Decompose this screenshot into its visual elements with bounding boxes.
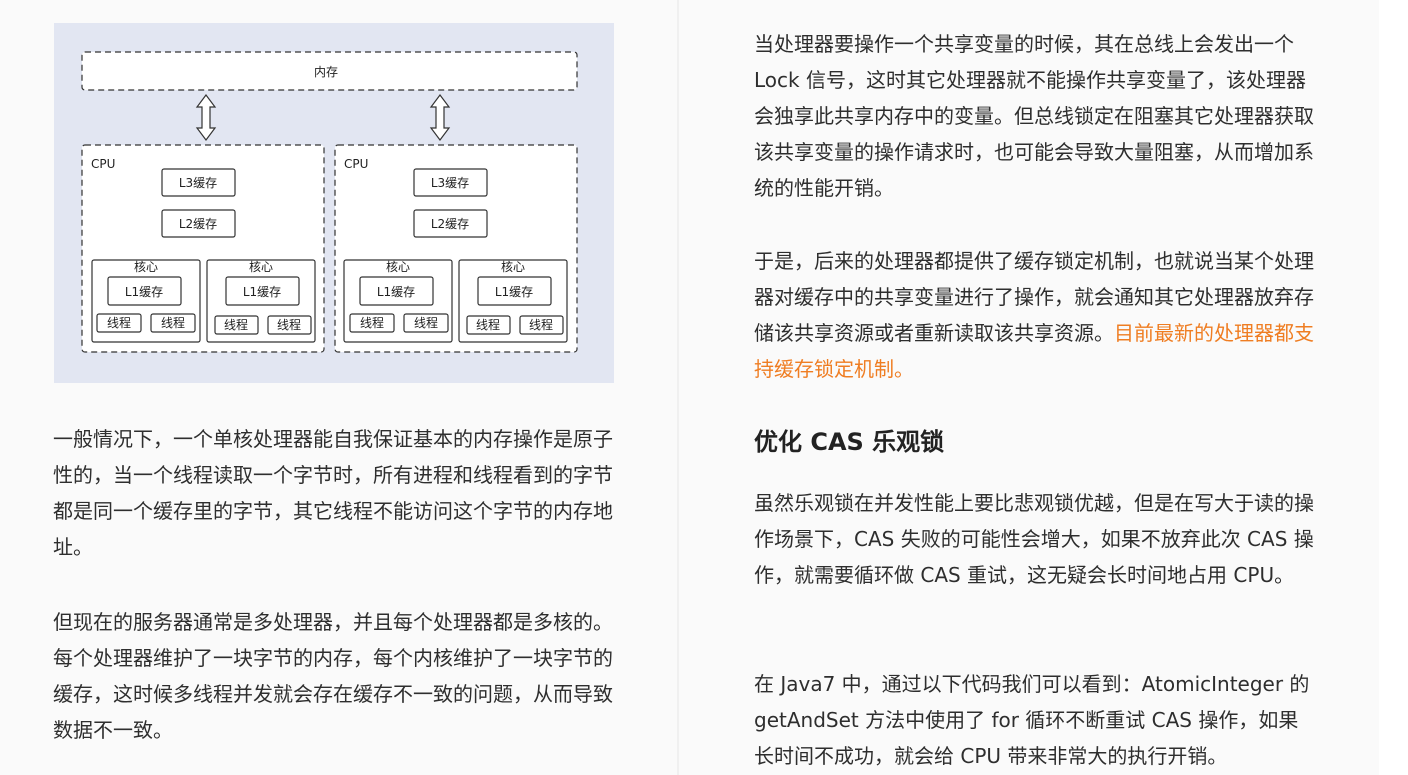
thread-box: [466, 315, 511, 335]
l3-cache-label: L3缓存: [179, 176, 217, 190]
thread-box: [403, 313, 449, 333]
highlighted-text: 目前最新的处理器都支持缓存锁定机制。: [754, 321, 1314, 381]
l3-cache-label: L3缓存: [431, 176, 469, 190]
column-divider: [677, 0, 679, 775]
l2-cache-box: [413, 209, 488, 238]
core-label: 核心: [134, 260, 158, 274]
thread-label: 线程: [476, 317, 500, 332]
core-label: 核心: [501, 260, 525, 274]
thread-label: 线程: [107, 315, 131, 330]
thread-box: [214, 315, 259, 335]
right-column: [679, 0, 1379, 775]
l3-cache-box: [413, 168, 488, 197]
right-paragraph-2: 于是，后来的处理器都提供了缓存锁定机制，也就说当某个处理器对缓存中的共享变量进行…: [754, 243, 1314, 387]
l1-cache-label: L1缓存: [495, 285, 533, 299]
l2-cache-label: L2缓存: [179, 217, 217, 231]
thread-label: 线程: [414, 315, 438, 330]
l1-cache-box: [107, 276, 182, 306]
thread-box: [349, 313, 395, 333]
right-paragraph-4: 在 Java7 中，通过以下代码我们可以看到：AtomicInteger 的 g…: [754, 672, 1310, 768]
thread-box: [519, 315, 564, 335]
core-label: 核心: [386, 260, 410, 274]
memory-box: [81, 51, 578, 91]
cpu-2: CPU L3缓存 L2缓存 核心 L1缓存 线程 线程 核心 L1缓存 线程 线…: [334, 144, 578, 353]
left-paragraph-2: 但现在的服务器通常是多处理器，并且每个处理器都是多核的。每个处理器维护了一块字节…: [53, 610, 613, 742]
thread-label: 线程: [277, 317, 301, 332]
thread-label: 线程: [360, 315, 384, 330]
thread-box: [96, 313, 142, 333]
cpu-label: CPU: [344, 157, 368, 171]
thread-box: [267, 315, 312, 335]
thread-label: 线程: [224, 317, 248, 332]
left-paragraph-1: 一般情况下，一个单核处理器能自我保证基本的内存操作是原子性的，当一个线程读取一个…: [53, 427, 613, 559]
section-heading: 优化 CAS 乐观锁: [754, 428, 945, 456]
l1-cache-box: [477, 276, 552, 306]
l3-cache-box: [161, 168, 236, 197]
memory-label: 内存: [314, 65, 338, 79]
l1-cache-box: [359, 276, 434, 306]
cpu-label: CPU: [91, 157, 115, 171]
thread-label: 线程: [529, 317, 553, 332]
thread-label: 线程: [161, 315, 185, 330]
l1-cache-label: L1缓存: [377, 285, 415, 299]
paragraph-text: 于是，后来的处理器都提供了缓存锁定机制，也就说当某个处理器对缓存中的共享变量进行…: [754, 249, 1314, 345]
bus-arrow-right: [429, 94, 451, 141]
bus-arrow-left: [195, 94, 217, 141]
cpu-cache-architecture-diagram: 内存 CPU L3缓存 L2缓存 核心 L1缓存 线程 线程: [54, 23, 614, 383]
l2-cache-box: [161, 209, 236, 238]
right-paragraph-1: 当处理器要操作一个共享变量的时候，其在总线上会发出一个 Lock 信号，这时其它…: [754, 32, 1314, 200]
cpu-1: CPU L3缓存 L2缓存 核心 L1缓存 线程 线程 核心 L1缓存 线程 线…: [81, 144, 325, 353]
l1-cache-box: [225, 276, 300, 306]
l1-cache-label: L1缓存: [125, 285, 163, 299]
l2-cache-label: L2缓存: [431, 217, 469, 231]
right-paragraph-3: 虽然乐观锁在并发性能上要比悲观锁优越，但是在写大于读的操作场景下，CAS 失败的…: [754, 491, 1314, 587]
thread-box: [150, 313, 196, 333]
l1-cache-label: L1缓存: [243, 285, 281, 299]
core-label: 核心: [249, 260, 273, 274]
